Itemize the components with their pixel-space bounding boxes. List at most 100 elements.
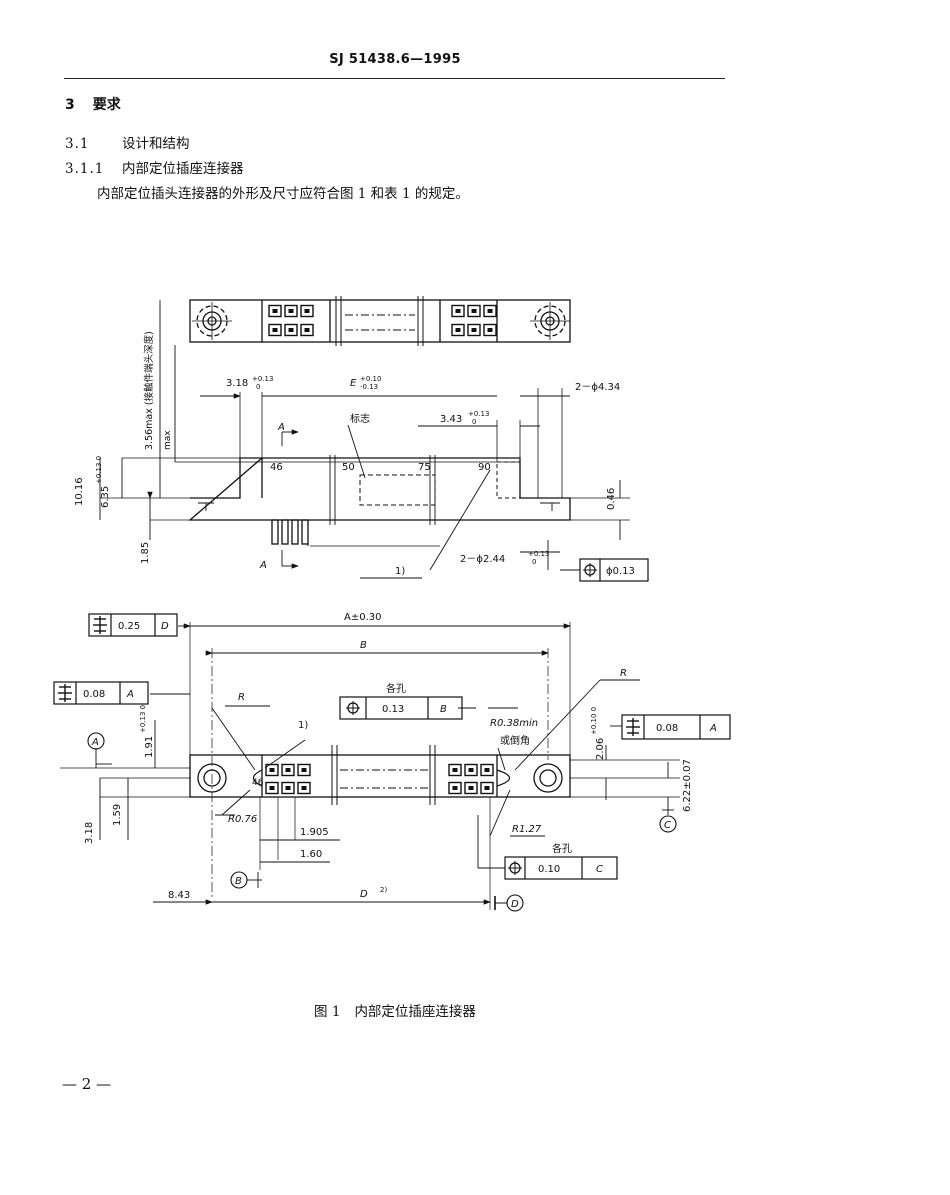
dim-622: 6.22±0.07 <box>682 759 693 812</box>
front-view <box>60 622 680 910</box>
pin-75-label: 75 <box>418 462 431 473</box>
fcf-013-B: 0.13 B <box>339 696 463 720</box>
r127-label: R1.27 <box>512 824 542 835</box>
dim-1016: 10.16 <box>74 477 85 506</box>
dim-159: 1.59 <box>112 804 123 826</box>
dim-E: E <box>350 378 357 389</box>
tol-343-lower: 0 <box>472 418 476 426</box>
section-title: 要求 <box>92 97 121 113</box>
dim-B: B <box>360 640 367 651</box>
tol-635: +0.13 0 <box>95 456 103 484</box>
depth-note-max: max <box>163 430 173 450</box>
front-dimension-texts: A±0.30 B R R 1.91 +0.13 0 1) 各孔 R0.38min… <box>84 612 693 901</box>
fcf-008-A-right: 0.08 A <box>621 714 731 740</box>
figure-caption-number: 图 1 <box>314 1004 341 1020</box>
document-number: SJ 51438.6—1995 <box>329 52 461 67</box>
pin-90-label: 90 <box>478 462 491 473</box>
tol-206: +0.10 0 <box>590 707 598 735</box>
figure-caption: 图 1 内部定位插座连接器 <box>0 1000 790 1020</box>
header-rule <box>64 78 725 79</box>
pin-46-front: 46 <box>252 778 264 788</box>
dim-1905: 1.905 <box>300 827 329 838</box>
subsubsection-title: 内部定位插座连接器 <box>122 161 244 177</box>
datum-B-letter: B <box>235 876 242 887</box>
front-view-pins <box>265 763 494 795</box>
tol-pins-lower: 0 <box>532 558 536 566</box>
datum-B-symbol: B <box>230 871 248 889</box>
section-heading: 3 要求 <box>65 94 121 114</box>
top-view <box>189 296 571 346</box>
section-label-A2: A <box>259 560 267 571</box>
dim-160: 1.60 <box>300 849 322 860</box>
tol-191: +0.13 0 <box>139 705 147 733</box>
datum-A-letter: A <box>91 737 99 748</box>
dim-pins: 2－ϕ2.44 <box>460 554 505 565</box>
tol-E-upper: +0.10 <box>360 375 381 383</box>
page-number: — 2 — <box>62 1075 112 1093</box>
marker-label: 标志 <box>350 412 370 425</box>
r076-label: R0.76 <box>228 814 257 825</box>
symmetry-icon <box>93 616 107 634</box>
datum-D-letter: D <box>511 899 519 910</box>
depth-note: 3.56max (接触件端头深度) <box>143 331 155 450</box>
top-view-pins <box>268 304 497 337</box>
front-dimensions <box>95 623 674 905</box>
dim-343: 3.43 <box>440 414 462 425</box>
subsection-title: 设计和结构 <box>122 136 190 152</box>
fcf4-datum: A <box>709 723 717 734</box>
dim-D: D <box>360 889 368 900</box>
dim-185: 1.85 <box>140 542 151 564</box>
side-view <box>100 388 630 547</box>
figure-caption-title: 内部定位插座连接器 <box>354 1004 476 1020</box>
datum-C-symbol: C <box>659 815 677 833</box>
body-paragraph: 内部定位插头连接器的外形及尺寸应符合图 1 和表 1 的规定。 <box>97 186 469 202</box>
label-R-left: R <box>238 692 245 703</box>
tol-318-upper: +0.13 <box>252 375 273 383</box>
fcf2-value: 0.08 <box>83 689 105 700</box>
fcf1-value: 0.25 <box>118 621 140 632</box>
datum-A-symbol: A <box>87 732 105 750</box>
subsubsection-number: 3.1.1 <box>65 161 105 177</box>
dim-635: 6.35 <box>100 486 111 508</box>
label-R-right: R <box>620 668 627 679</box>
dim-A: A±0.30 <box>344 612 382 623</box>
tol-318-lower: 0 <box>256 383 260 391</box>
fcf2-datum: A <box>126 689 134 700</box>
subsubsection-heading: 3.1.1 内部定位插座连接器 <box>65 157 244 177</box>
note-1-top: 1) <box>395 566 405 577</box>
dim-191: 1.91 <box>144 736 155 758</box>
tol-pins-upper: +0.13 <box>528 550 549 558</box>
fcf-top-value: ϕ0.13 <box>606 566 635 577</box>
section-number: 3 <box>65 97 75 113</box>
fcf-010-C: 0.10 C <box>504 856 618 880</box>
note-2: 2) <box>380 886 387 894</box>
dim-046: 0.46 <box>606 488 617 510</box>
fcf3-value: 0.13 <box>382 704 404 715</box>
symmetry-icon <box>626 718 640 736</box>
each-hole-label-2: 各孔 <box>552 842 572 855</box>
symmetry-icon <box>58 684 72 702</box>
tol-E-lower: -0.13 <box>360 383 378 391</box>
subsection-number: 3.1 <box>65 136 90 152</box>
fcf4-value: 0.08 <box>656 723 678 734</box>
top-body-outline <box>189 299 571 343</box>
fcf5-datum: C <box>596 864 603 875</box>
tol-343-upper: +0.13 <box>468 410 489 418</box>
fcf3-datum: B <box>440 704 447 715</box>
each-hole-label: 各孔 <box>386 682 406 695</box>
fcf5-value: 0.10 <box>538 864 560 875</box>
dim-318-front: 3.18 <box>84 822 95 844</box>
pin-46-label: 46 <box>270 462 283 473</box>
dim-206: 2.06 <box>595 738 606 760</box>
datum-C-letter: C <box>664 820 671 831</box>
fcf-025-D: 0.25 D <box>88 613 178 637</box>
r038-label: R0.38min <box>490 718 538 729</box>
subsection-heading: 3.1 设计和结构 <box>65 132 190 152</box>
top-dimension-texts: 3.18 +0.13 0 E +0.10 -0.13 2－ϕ4.34 A 标志 … <box>74 331 620 577</box>
dim-holes: 2－ϕ4.34 <box>575 382 620 393</box>
pin-50-label: 50 <box>342 462 355 473</box>
section-label-A: A <box>277 422 285 433</box>
fcf-008-A-left: 0.08 A <box>53 681 149 705</box>
datum-D-symbol: D <box>494 894 524 912</box>
